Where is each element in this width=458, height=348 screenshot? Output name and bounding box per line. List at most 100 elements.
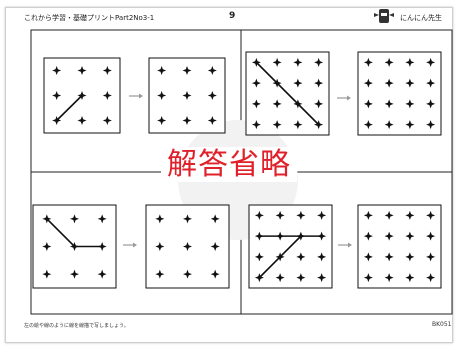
top-right-copy-grid-dot — [363, 78, 373, 88]
top-right-model-grid-dot — [293, 78, 303, 88]
bottom-left-copy-grid-dot — [155, 269, 165, 279]
bottom-right-model-grid-dot — [296, 210, 306, 220]
footer-instruction: 左の絵や線のように線を線描で写しましょう。 — [24, 323, 129, 329]
bottom-right-copy-grid-dot — [405, 273, 415, 283]
top-left-copy-grid-dot — [207, 91, 217, 100]
top-left-model-grid-dot — [102, 66, 112, 75]
bottom-left-model-grid-dot — [70, 242, 79, 251]
top-right-model-grid-dot — [314, 120, 324, 130]
bottom-left-model-grid-dot — [42, 242, 52, 251]
top-right-copy-grid-dot — [384, 99, 394, 109]
top-left-model-grid-dot — [102, 91, 112, 100]
bottom-left-copy-grid-dot — [210, 242, 220, 251]
bottom-right-copy-grid-dot — [384, 252, 394, 262]
copy-arrow-icon — [123, 242, 137, 248]
brand-name: にんにん先生 — [400, 14, 442, 22]
bottom-right-copy-grid-dot — [384, 210, 394, 220]
top-right-model-grid-dot — [314, 57, 324, 67]
top-right-copy-grid-dot — [384, 78, 394, 88]
top-left-copy-grid-dot — [157, 116, 167, 125]
bottom-left-model-grid-dot — [70, 214, 79, 224]
bottom-left-copy-grid-dot — [155, 242, 165, 251]
top-right-copy-grid-dot — [384, 57, 394, 67]
top-right-copy-grid-dot — [426, 120, 436, 130]
bottom-right-copy-grid-dot — [384, 273, 394, 283]
ninja-logo-icon — [374, 9, 394, 23]
bottom-right-model-grid-dot — [254, 273, 264, 283]
top-right-model-grid-dot — [272, 57, 282, 67]
bottom-right-copy-border — [357, 204, 442, 289]
bottom-right-copy-grid-dot — [426, 273, 436, 283]
top-left-model-grid-dot — [102, 116, 112, 125]
top-right-model-grid-dot — [293, 99, 303, 109]
page-number: 9 — [229, 11, 236, 21]
top-left-model-grid-dot — [77, 91, 87, 100]
top-right-model-grid-dot — [251, 57, 261, 67]
top-left-copy-grid-dot — [207, 116, 217, 125]
copy-arrow-icon — [129, 93, 143, 99]
top-right-copy-grid-dot — [363, 57, 373, 67]
bottom-right-model-grid-dot — [296, 231, 306, 241]
top-right-model-line-0 — [255, 61, 320, 126]
top-right-copy-grid-dot — [405, 120, 415, 130]
top-right-copy-grid-dot — [426, 57, 436, 67]
bottom-right-model-grid-dot — [275, 252, 285, 262]
top-left-copy-grid-dot — [182, 66, 192, 75]
top-right-model-box — [245, 51, 330, 136]
bottom-right-model-grid-dot — [296, 252, 306, 262]
bottom-left-copy-box — [145, 204, 230, 289]
bottom-right-copy-grid-dot — [426, 210, 436, 220]
top-right-model-grid-dot — [272, 99, 282, 109]
bottom-left-copy-grid-dot — [210, 269, 220, 279]
bottom-right-copy-grid-dot — [405, 210, 415, 220]
bottom-left-copy-grid-dot — [183, 214, 192, 224]
top-left-copy-grid-dot — [182, 116, 192, 125]
bottom-right-copy-box — [357, 204, 442, 289]
bottom-right-copy-grid-dot — [363, 273, 373, 283]
bottom-right-copy-grid-dot — [363, 252, 373, 262]
bottom-right-copy-grid-dot — [426, 231, 436, 241]
bottom-left-model-grid-dot — [42, 269, 52, 279]
bottom-right-model-grid-dot — [317, 210, 327, 220]
top-left-model-box — [43, 57, 121, 134]
top-right-copy-grid-dot — [405, 57, 415, 67]
top-right-copy-grid-dot — [363, 99, 373, 109]
top-left-model-grid-dot — [77, 116, 87, 125]
top-right-model-grid-dot — [314, 99, 324, 109]
top-right-copy-grid-dot — [426, 99, 436, 109]
top-left-copy-grid-dot — [207, 66, 217, 75]
top-right-copy-grid-dot — [363, 120, 373, 130]
bottom-right-copy-grid-dot — [363, 231, 373, 241]
top-right-copy-border — [357, 51, 442, 136]
top-left-copy-box — [148, 57, 226, 134]
copy-arrow-icon — [338, 242, 352, 248]
bottom-right-model-grid-dot — [275, 210, 285, 220]
top-left-copy-grid-dot — [182, 91, 192, 100]
bottom-left-model-grid-dot — [97, 214, 107, 224]
top-right-copy-box — [357, 51, 442, 136]
copy-arrow-icon — [337, 95, 351, 101]
bottom-right-copy-grid-dot — [363, 210, 373, 220]
bottom-right-model-grid-dot — [254, 252, 264, 262]
top-left-model-grid-dot — [52, 91, 62, 100]
worksheet-title: これから学習・基礎プリントPart2No3-1 — [24, 14, 155, 22]
top-right-copy-grid-dot — [384, 120, 394, 130]
bottom-right-copy-grid-dot — [426, 252, 436, 262]
top-right-model-grid-dot — [251, 78, 261, 88]
bottom-right-model-box — [248, 204, 333, 289]
bottom-left-model-grid-dot — [42, 214, 52, 224]
bottom-right-model-grid-dot — [254, 231, 264, 241]
puzzle-layer — [32, 51, 442, 289]
bottom-left-model-grid-dot — [70, 269, 79, 279]
top-right-copy-grid-dot — [405, 99, 415, 109]
bottom-right-model-grid-dot — [296, 273, 306, 283]
bottom-right-model-grid-dot — [275, 273, 285, 283]
bottom-right-copy-grid-dot — [405, 231, 415, 241]
top-right-model-grid-dot — [293, 57, 303, 67]
bottom-right-model-grid-dot — [317, 273, 327, 283]
bottom-right-model-grid-dot — [317, 252, 327, 262]
top-left-model-grid-dot — [52, 116, 62, 125]
top-right-copy-grid-dot — [405, 78, 415, 88]
bottom-right-copy-grid-dot — [384, 231, 394, 241]
top-right-model-grid-dot — [251, 99, 261, 109]
